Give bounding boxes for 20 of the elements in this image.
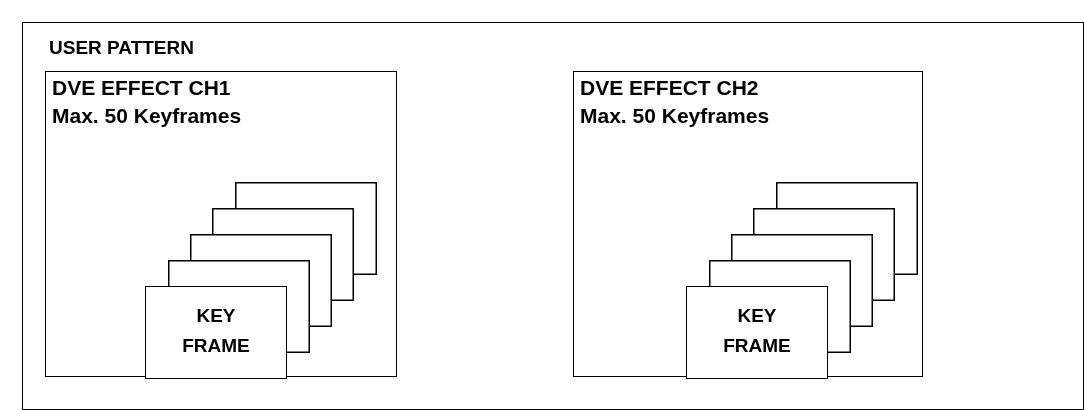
pattern-panel [22, 22, 1084, 410]
channel-panel [45, 71, 397, 377]
keyframe-card [709, 260, 851, 353]
keyframe-card [686, 286, 828, 379]
panel-title: USER PATTERN [49, 37, 194, 59]
keyframe-card [235, 182, 377, 275]
keyframe-card [753, 208, 895, 301]
keyframe-limit-text: Max. 50 Keyframes [580, 104, 770, 128]
channel-panel [573, 71, 923, 377]
keyframe-card [731, 234, 873, 327]
keyframe-label: KEY FRAME [181, 304, 251, 358]
keyframe-card [776, 182, 918, 275]
keyframe-label: KEY FRAME [722, 304, 792, 358]
keyframe-card [168, 260, 310, 353]
keyframe-card [212, 208, 354, 301]
keyframe-limit-text: Max. 50 Keyframes [52, 104, 242, 128]
channel-title: DVE EFFECT CH1 [52, 76, 231, 100]
keyframe-card [145, 286, 287, 379]
keyframe-card [190, 234, 332, 327]
channel-title: DVE EFFECT CH2 [580, 76, 759, 100]
